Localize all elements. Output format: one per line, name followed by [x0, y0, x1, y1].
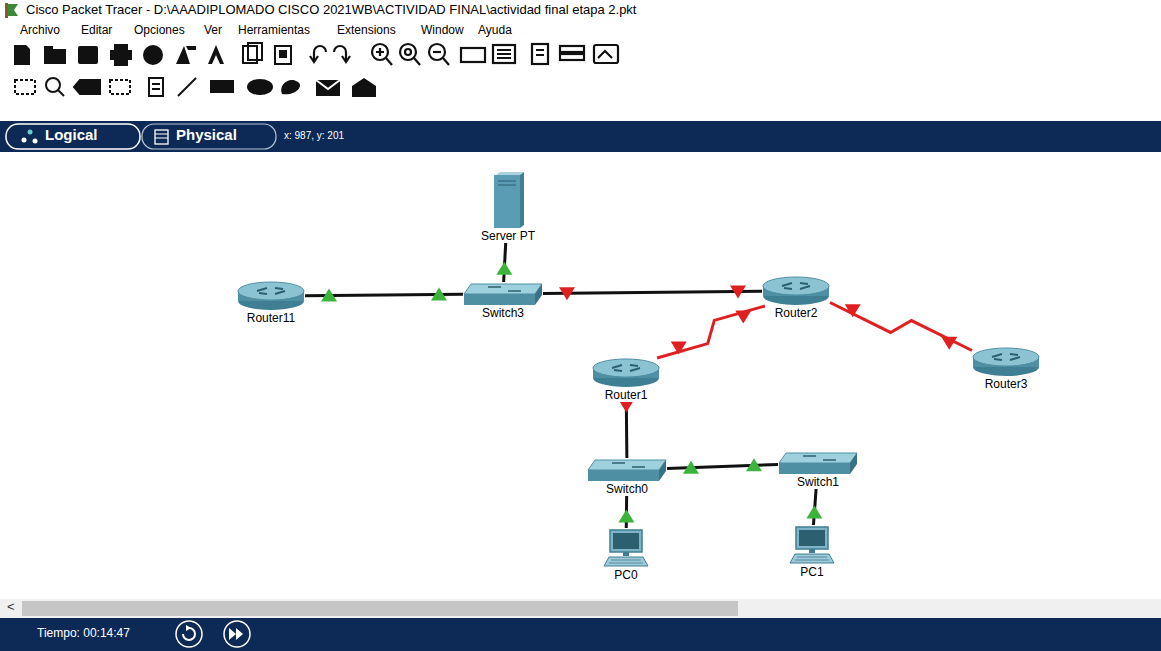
ui-text: Herramientas: [238, 24, 310, 37]
ui-text: Ayuda: [478, 24, 512, 37]
link-status: [735, 310, 751, 323]
router-icon: [762, 276, 830, 306]
device-label: Router11: [246, 311, 296, 325]
device-label: PC1: [799, 565, 824, 579]
router-device: Router1: [592, 358, 660, 388]
link-status: [806, 506, 822, 519]
link-status: [671, 342, 687, 355]
pc-icon: [789, 525, 835, 565]
device-label: Switch1: [796, 475, 840, 489]
link-status: [496, 262, 512, 275]
link-status: [559, 287, 575, 300]
server-icon: [490, 171, 526, 229]
ui-text: Cisco Packet Tracer - D:\AAADIPLOMADO CI…: [26, 3, 637, 17]
device-label: Router3: [984, 377, 1029, 391]
ethernet-link: [667, 464, 778, 468]
router-icon: [972, 347, 1040, 377]
router-device: Router2: [762, 276, 830, 306]
ui-text: Tiempo: 00:14:47: [37, 627, 130, 640]
link-status: [730, 286, 746, 299]
device-label: Router1: [604, 388, 649, 402]
switch-icon: [587, 458, 667, 482]
link-status: [618, 510, 634, 523]
pc-device: PC0: [603, 528, 649, 568]
device-label: PC0: [613, 568, 638, 582]
ui-text: Logical: [45, 127, 98, 144]
router-icon: [237, 281, 305, 311]
switch-icon: [778, 451, 858, 475]
link-status: [746, 458, 762, 471]
link-status: [845, 304, 861, 317]
ui-text: <: [7, 600, 15, 614]
ui-text: Window: [421, 24, 464, 37]
router-icon: [592, 358, 660, 388]
ui-text: x: 987, y: 201: [284, 130, 344, 141]
device-label: Switch3: [481, 306, 525, 320]
link-status: [683, 461, 699, 474]
server-device: Server PT: [490, 171, 526, 229]
pc-device: PC1: [789, 525, 835, 565]
link-status: [321, 289, 337, 302]
pc-icon: [603, 528, 649, 568]
switch-device: Switch0: [587, 458, 667, 482]
ui-text: Physical: [176, 127, 237, 144]
ethernet-link: [543, 291, 762, 293]
serial-link: [830, 302, 972, 350]
switch-device: Switch3: [463, 282, 543, 306]
ui-text: Ver: [204, 24, 222, 37]
switch-icon: [463, 282, 543, 306]
router-device: Router11: [237, 281, 305, 311]
ui-text: Extensions: [337, 24, 396, 37]
link-status: [431, 288, 447, 301]
device-label: Switch0: [605, 482, 649, 496]
switch-device: Switch1: [778, 451, 858, 475]
device-label: Router2: [774, 306, 819, 320]
serial-link: [657, 306, 765, 358]
device-label: Server PT: [480, 229, 536, 243]
ui-text: Opciones: [134, 24, 185, 37]
ui-text: Editar: [81, 24, 112, 37]
router-device: Router3: [972, 347, 1040, 377]
ui-text: Archivo: [20, 24, 60, 37]
link-status: [941, 337, 957, 350]
